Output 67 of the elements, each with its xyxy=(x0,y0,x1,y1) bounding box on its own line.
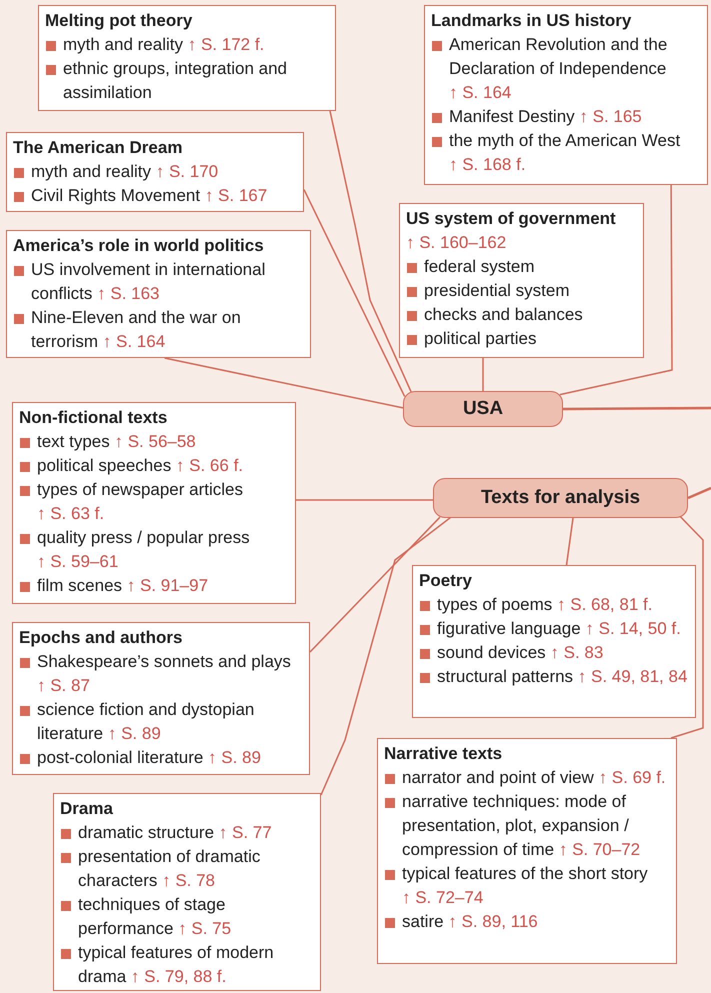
connector-line xyxy=(566,518,574,566)
bullet-item: Nine-Eleven and the war on terrorism ↑ S. 164 xyxy=(13,306,304,354)
topic-card xyxy=(38,5,336,111)
bullet-item: post-colonial literature ↑ S. 89 xyxy=(19,746,303,770)
card-heading: Epochs and authors xyxy=(19,627,184,649)
topic-card xyxy=(53,793,321,991)
bullet-item: narrative techniques: mode of presentation, plot, expansion / compression of time ↑ S. 70–72 xyxy=(384,790,670,862)
connector-line xyxy=(560,185,673,396)
bullet-item: text types ↑ S. 56–58 xyxy=(19,430,289,454)
connector-line xyxy=(688,486,711,500)
bullet-item: Shakespeare’s sonnets and plays ↑ S. 87 xyxy=(19,650,303,698)
card-heading: America’s role in world politics xyxy=(13,235,265,257)
topic-card xyxy=(6,132,304,212)
connector-line xyxy=(309,516,440,653)
bullet-item: types of newspaper articles ↑ S. 63 f. xyxy=(19,478,289,526)
bullet-item: film scenes ↑ S. 91–97 xyxy=(19,574,289,598)
topic-card xyxy=(377,738,677,964)
page-reference: ↑ S. 160–162 xyxy=(406,232,508,254)
topic-card xyxy=(12,402,296,604)
bullet-item: typical features of the short story ↑ S. 72–74 xyxy=(384,862,670,910)
card-heading: US system of government xyxy=(406,208,617,230)
topic-node: Texts for analysis xyxy=(433,478,688,518)
bullet-item: myth and reality ↑ S. 172 f. xyxy=(45,33,329,57)
bullet-item: political parties xyxy=(406,327,637,351)
bullet-item: political speeches ↑ S. 66 f. xyxy=(19,454,289,478)
topic-card xyxy=(424,5,708,185)
card-heading: The American Dream xyxy=(13,137,184,159)
card-heading: Poetry xyxy=(419,570,473,592)
topic-node: USA xyxy=(403,391,563,427)
card-heading: Narrative texts xyxy=(384,743,504,765)
bullet-item: sound devices ↑ S. 83 xyxy=(419,641,689,665)
bullet-item: figurative language ↑ S. 14, 50 f. xyxy=(419,617,689,641)
bullet-item: satire ↑ S. 89, 116 xyxy=(384,910,670,934)
bullet-item: quality press / popular press ↑ S. 59–61 xyxy=(19,526,289,574)
bullet-item: dramatic structure ↑ S. 77 xyxy=(60,821,314,845)
bullet-item: science fiction and dystopian literature ↑ S. 89 xyxy=(19,698,303,746)
bullet-item: techniques of stage performance ↑ S. 75 xyxy=(60,893,314,941)
bullet-item: US involvement in international conflicts ↑ S. 163 xyxy=(13,258,304,306)
bullet-item: presentation of dramatic characters ↑ S. 78 xyxy=(60,845,314,893)
card-heading: Melting pot theory xyxy=(45,10,194,32)
card-heading: Drama xyxy=(60,798,114,820)
bullet-item: Civil Rights Movement ↑ S. 167 xyxy=(13,184,297,208)
bullet-item: ethnic groups, integration and assimilation xyxy=(45,57,329,105)
bullet-item: presidential system xyxy=(406,279,637,303)
bullet-item: American Revolution and the Declaration of Independence ↑ S. 164 xyxy=(431,33,701,105)
card-heading: Landmarks in US history xyxy=(431,10,632,32)
topic-card xyxy=(6,230,311,358)
bullet-item: checks and balances xyxy=(406,303,637,327)
bullet-item: types of poems ↑ S. 68, 81 f. xyxy=(419,593,689,617)
connector-line xyxy=(296,499,433,501)
bullet-item: Manifest Destiny ↑ S. 165 xyxy=(431,105,701,129)
connector-line xyxy=(482,358,484,391)
topic-card xyxy=(412,565,696,718)
topic-card xyxy=(12,622,310,775)
bullet-item: typical features of modern drama ↑ S. 79, 88 f. xyxy=(60,941,314,989)
card-heading: Non-fictional texts xyxy=(19,407,168,429)
bullet-item: the myth of the American West ↑ S. 168 f. xyxy=(431,129,701,177)
connector-line xyxy=(303,189,406,397)
bullet-item: federal system xyxy=(406,255,637,279)
connector-line xyxy=(320,516,452,796)
bullet-item: structural patterns ↑ S. 49, 81, 84 xyxy=(419,665,689,689)
topic-card xyxy=(399,203,644,358)
connector-line xyxy=(329,110,412,392)
connector-line xyxy=(563,406,711,410)
connector-line xyxy=(164,357,404,409)
bullet-item: narrator and point of view ↑ S. 69 f. xyxy=(384,766,670,790)
bullet-item: myth and reality ↑ S. 170 xyxy=(13,160,297,184)
